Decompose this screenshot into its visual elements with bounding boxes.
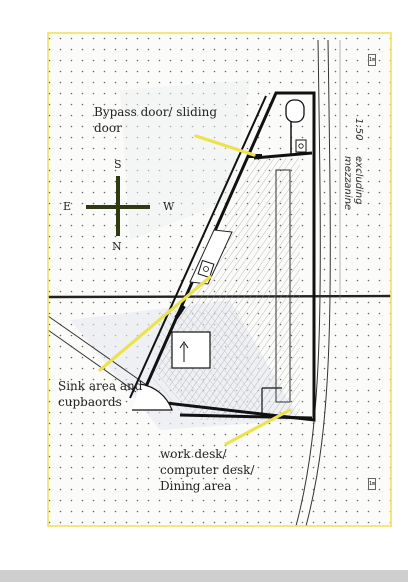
leader-bypass-door bbox=[194, 134, 256, 157]
compass-west: W bbox=[163, 200, 175, 213]
background-shading bbox=[120, 80, 250, 240]
side-mark: 1m bbox=[368, 478, 376, 490]
compass-east: E bbox=[63, 200, 72, 213]
stairs bbox=[171, 331, 211, 369]
handwritten-title: excluding mezzanine bbox=[342, 156, 364, 211]
toilet-icon bbox=[285, 99, 305, 123]
side-mark: 1m bbox=[368, 54, 376, 66]
partition-wall bbox=[253, 151, 313, 160]
scale-note: 1:50 bbox=[353, 118, 364, 141]
sink-area-label: Sink area and cupbaords bbox=[58, 379, 143, 409]
sliding-door-mark bbox=[174, 304, 186, 320]
leader-sink-area bbox=[98, 275, 212, 372]
boundary-curve bbox=[305, 39, 331, 527]
leader-work-desk bbox=[224, 408, 292, 446]
bottom-bar bbox=[0, 570, 408, 582]
exterior-line bbox=[47, 329, 137, 393]
exterior-line bbox=[47, 315, 149, 387]
outer-wall-inner bbox=[129, 95, 267, 399]
compass-south: S bbox=[114, 158, 122, 171]
boundary-curve bbox=[295, 39, 321, 527]
up-arrow-icon bbox=[179, 341, 189, 349]
bypass-door-label: Bypass door/ sliding door bbox=[94, 105, 218, 135]
door-swing bbox=[132, 383, 173, 411]
basin-icon bbox=[295, 139, 307, 153]
work-desk-label: work desk/ computer desk/ Dining area bbox=[160, 447, 255, 493]
compass-north: N bbox=[112, 240, 122, 253]
sink-icon bbox=[197, 259, 215, 279]
counter bbox=[275, 169, 291, 403]
yellow-frame bbox=[47, 32, 392, 527]
partition-wall bbox=[179, 413, 313, 420]
